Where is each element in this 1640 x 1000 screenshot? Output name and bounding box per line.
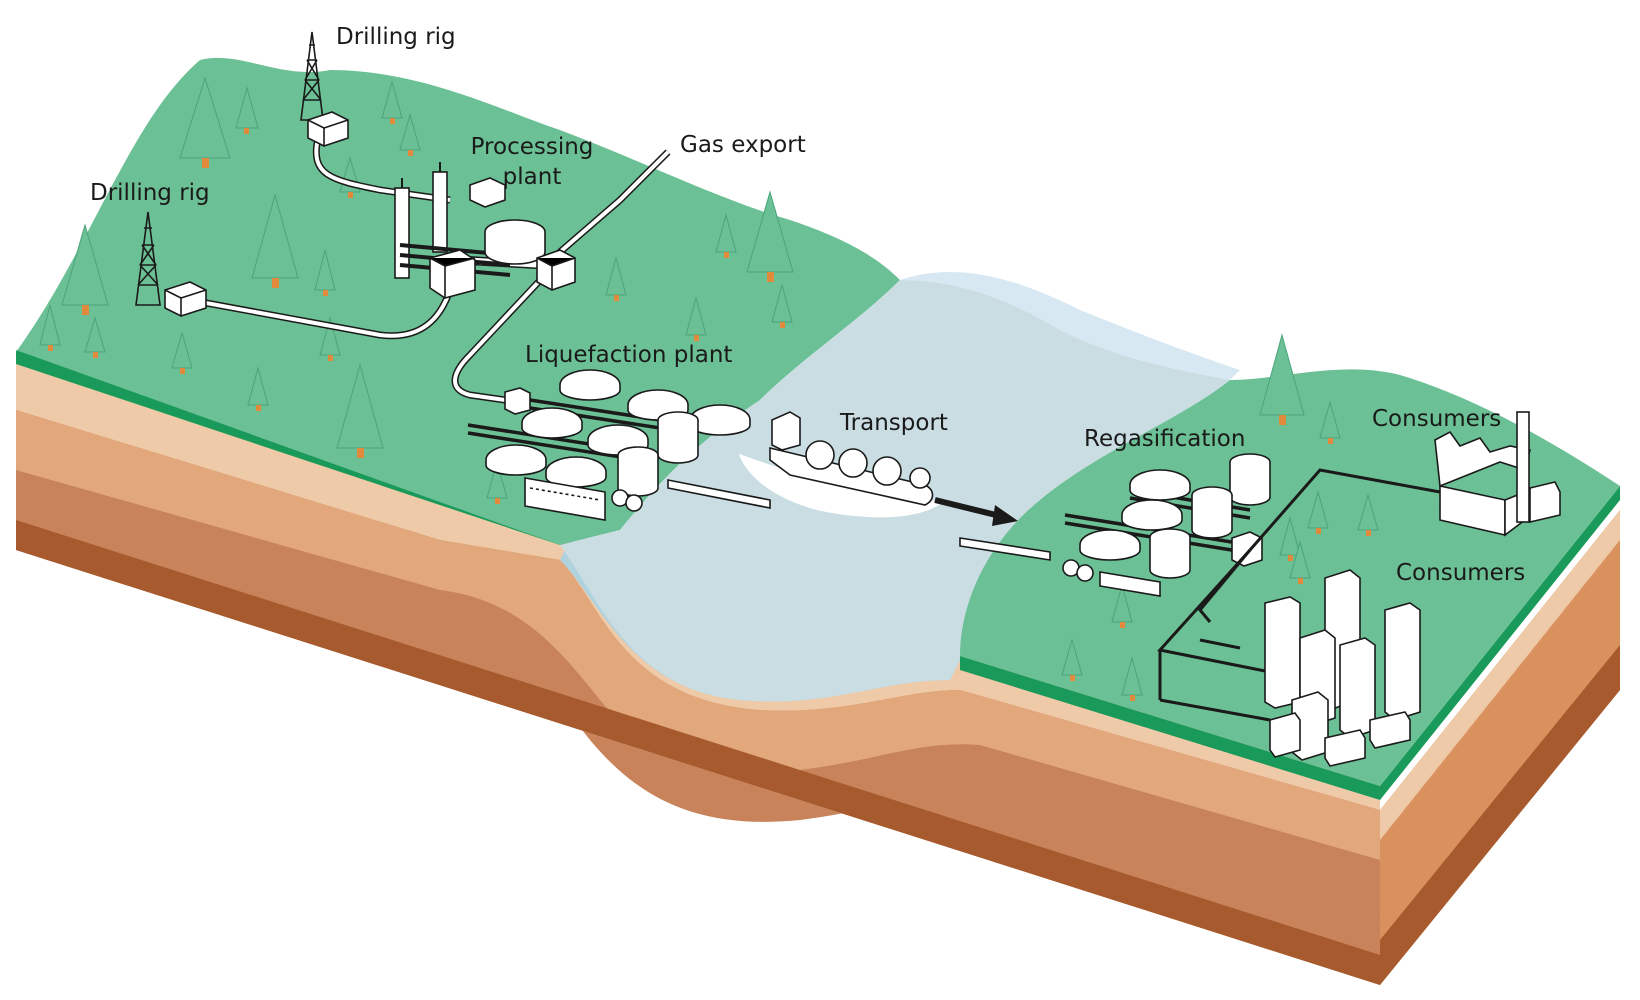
- tree-icon: [1111, 583, 1133, 628]
- tree-icon: [1319, 400, 1341, 444]
- label-drilling-rig-top: Drilling rig: [336, 24, 456, 50]
- tree-icon: [336, 363, 384, 458]
- tree-icon: [235, 86, 259, 134]
- tree-icon: [486, 460, 508, 504]
- tree-icon: [247, 366, 269, 411]
- tree-icon: [179, 76, 231, 168]
- tree-icon: [84, 316, 106, 358]
- arrow-icon: [934, 497, 1018, 526]
- water-far: [900, 271, 1240, 380]
- tree-icon: [1279, 516, 1301, 561]
- tree-icon: [605, 256, 627, 301]
- tree-icon: [1121, 656, 1143, 701]
- tree-icon: [685, 296, 707, 341]
- factory-icon: [1434, 411, 1561, 537]
- storage-tank-icon: [1079, 529, 1141, 561]
- label-processing-plant-line1: Processing: [471, 134, 594, 160]
- label-drilling-rig-left: Drilling rig: [90, 180, 210, 206]
- storage-tank-icon: [559, 369, 621, 401]
- tree-icon: [399, 113, 421, 156]
- storage-tank-icon: [1229, 453, 1271, 506]
- tree-icon: [1289, 540, 1311, 584]
- label-regasification: Regasification: [1084, 426, 1245, 452]
- tree-icon: [771, 283, 793, 328]
- building-icon: [1264, 569, 1421, 767]
- storage-tank-icon: [1121, 499, 1183, 531]
- label-liquefaction-plant: Liquefaction plant: [525, 342, 732, 368]
- storage-tank-icon: [1129, 469, 1191, 501]
- tree-icon: [746, 190, 794, 282]
- label-consumers-city: Consumers: [1396, 560, 1525, 586]
- label-consumers-industrial: Consumers: [1372, 406, 1501, 432]
- tree-icon: [381, 80, 403, 124]
- soil-front: [16, 360, 1620, 985]
- tree-icon: [319, 316, 341, 361]
- tree-icon: [251, 193, 299, 288]
- label-processing-plant-line2: plant: [503, 164, 562, 190]
- storage-tank-icon: [485, 444, 547, 476]
- drilling-rig-icon: [135, 31, 324, 306]
- storage-tank-icon: [689, 404, 751, 436]
- liquefaction-plant: [467, 369, 771, 521]
- storage-tank-icon: [1191, 486, 1233, 539]
- tree-icon: [715, 213, 737, 258]
- tree-icon: [1259, 333, 1305, 425]
- tree-icon: [61, 223, 109, 315]
- label-gas-export: Gas export: [680, 132, 806, 158]
- distribution-lines: [1157, 468, 1441, 722]
- tree-icon: [171, 331, 193, 374]
- storage-tank-icon: [617, 446, 659, 497]
- processing-plant: [394, 162, 576, 299]
- tree-icon: [1061, 638, 1083, 681]
- tree-icon: [1307, 490, 1329, 534]
- regasification-plant: [959, 453, 1271, 597]
- tree-icon: [39, 304, 61, 351]
- storage-tank-icon: [657, 411, 699, 464]
- wellhead-boxes: [164, 111, 349, 317]
- tree-icon: [314, 249, 336, 296]
- lng-ship-icon: [738, 411, 946, 518]
- storage-tank-icon: [1149, 528, 1191, 579]
- storage-tank-icon: [521, 407, 583, 439]
- label-transport: Transport: [839, 410, 948, 436]
- tree-icon: [1357, 493, 1379, 536]
